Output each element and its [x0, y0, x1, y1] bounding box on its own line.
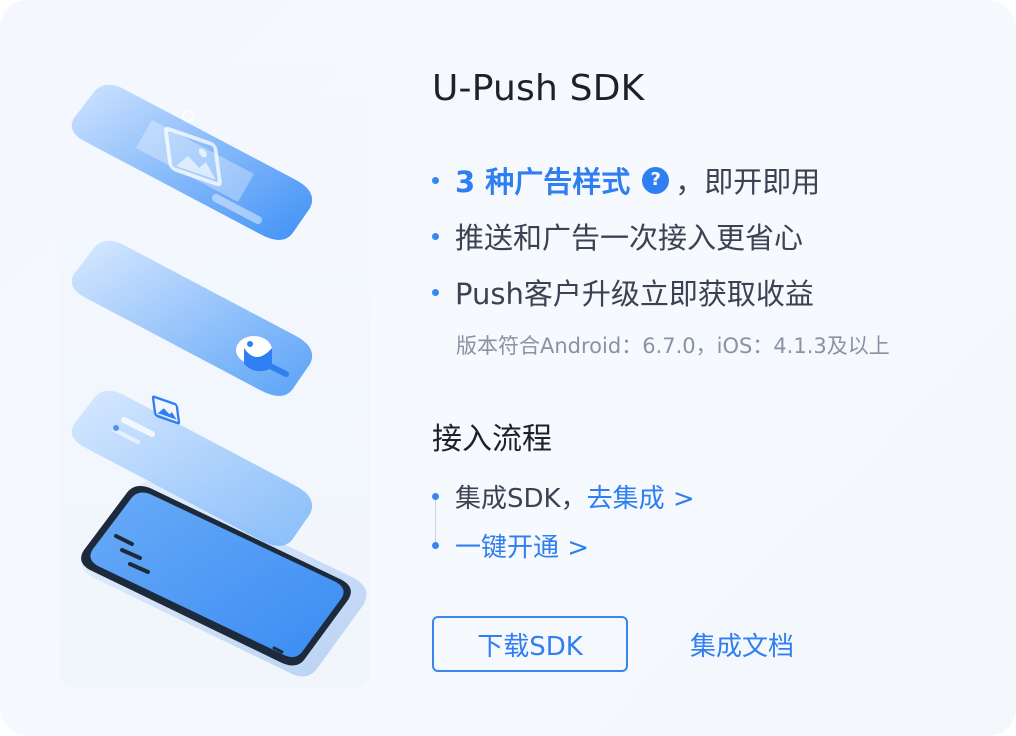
ad-style-card-3	[71, 390, 313, 546]
bullet-dot	[432, 176, 439, 184]
step-text: 集成SDK，	[455, 483, 587, 514]
feature-ad-styles: 3 种广告样式 ? ，即开即用	[432, 162, 821, 199]
flow-step-integrate: 集成SDK， 去集成 >	[432, 479, 695, 514]
phone-device	[81, 481, 367, 677]
step-dot	[432, 492, 439, 500]
brand-mascot-icon	[236, 336, 289, 377]
bullet-dot	[432, 232, 439, 240]
flow-step-activate: 一键开通 >	[432, 528, 590, 563]
image-icon	[163, 126, 222, 187]
question-circle-icon[interactable]: ?	[642, 166, 670, 194]
download-sdk-button[interactable]: 下载SDK	[432, 616, 628, 672]
flow-title: 接入流程	[432, 422, 552, 457]
content-area: U-Push SDK 3 种广告样式 ? ，即开即用 推送和广告一次接入更省心 …	[432, 0, 992, 736]
ad-style-card-2	[71, 240, 313, 396]
feature-text: 推送和广告一次接入更省心	[455, 221, 804, 255]
feature-single-integration: 推送和广告一次接入更省心	[432, 218, 804, 255]
integration-docs-link[interactable]: 集成文档	[690, 631, 795, 662]
page-title: U-Push SDK	[432, 68, 645, 109]
bullet-dot	[432, 288, 439, 296]
step-dot	[432, 541, 439, 549]
ad-style-card-1	[71, 84, 313, 240]
feature-text: Push客户升级立即获取收益	[455, 277, 814, 311]
one-click-activate-link[interactable]: 一键开通 >	[455, 532, 590, 563]
feature-text: ，即开即用	[675, 165, 821, 199]
notification-image-icon	[151, 395, 181, 425]
phone-layers-illustration	[71, 84, 367, 677]
ad-styles-highlight: 3 种广告样式	[455, 165, 631, 199]
feature-upgrade-revenue: Push客户升级立即获取收益	[432, 274, 814, 311]
step-connector-line	[435, 500, 436, 542]
go-integrate-link[interactable]: 去集成 >	[586, 483, 695, 514]
version-requirement: 版本符合Android：6.7.0，iOS：4.1.3及以上	[456, 334, 890, 358]
